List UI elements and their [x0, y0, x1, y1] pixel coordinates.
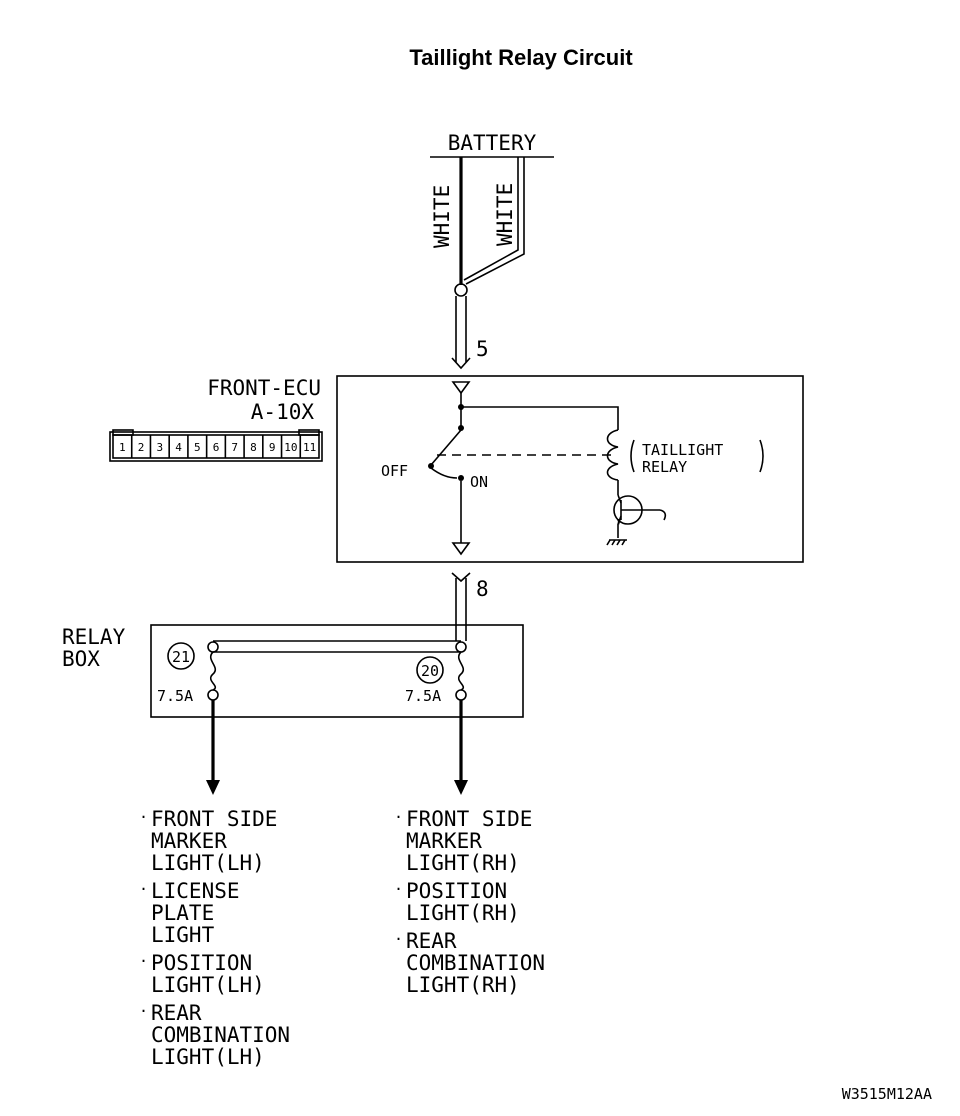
relay-coil-icon — [606, 429, 619, 481]
fuse-20-terminal — [455, 689, 467, 701]
fuse-21-rating: 7.5A — [157, 687, 193, 705]
fuse-21-icon — [209, 651, 217, 691]
load-list-right: ·FRONT SIDEMARKERLIGHT(RH)·POSITIONLIGHT… — [394, 807, 545, 997]
load-bullet: · — [394, 808, 403, 826]
connector-chevron-top — [451, 357, 471, 370]
connector-pin: 11 — [303, 441, 316, 454]
connector-chevron-bottom — [451, 572, 471, 583]
load-item-line: LIGHT(LH) — [151, 973, 265, 997]
load-list-left: ·FRONT SIDEMARKERLIGHT(LH)·LICENSEPLATEL… — [139, 807, 290, 1069]
relay-feed-wire — [461, 406, 619, 430]
fuse-21-badge — [167, 642, 195, 670]
relay-box-label-2: BOX — [62, 647, 100, 671]
load-item-line: POSITION — [406, 879, 507, 903]
connector-pin: 5 — [194, 441, 201, 454]
load-item-line: MARKER — [406, 829, 482, 853]
terminal-arrow-top — [451, 381, 471, 395]
connector-pin: 2 — [138, 441, 145, 454]
load-item-line: LIGHT(RH) — [406, 973, 520, 997]
load-item-line: LIGHT(RH) — [406, 901, 520, 925]
bus-node-left — [207, 641, 219, 653]
switch-contact-on — [458, 475, 464, 481]
ecu-name: FRONT-ECU — [207, 376, 321, 400]
ecu-connector-id: A-10X — [251, 400, 315, 424]
load-item-line: PLATE — [151, 901, 214, 925]
load-item-line: LIGHT(RH) — [406, 851, 520, 875]
splice-point — [454, 283, 468, 297]
relay-label-2: RELAY — [642, 458, 687, 476]
connector-pin: 6 — [213, 441, 220, 454]
fuse-21-terminal — [207, 689, 219, 701]
battery-wire-right-outer — [463, 157, 519, 281]
load-item-line: COMBINATION — [151, 1023, 290, 1047]
load-bullet: · — [394, 880, 403, 898]
relay-box-label-1: RELAY — [62, 625, 126, 649]
load-bullet: · — [139, 952, 148, 970]
bus-node-right — [455, 641, 467, 653]
fuse-20-number: 20 — [421, 662, 439, 680]
connector-top-number: 5 — [476, 337, 489, 361]
load-item-line: MARKER — [151, 829, 227, 853]
connector-pin: 3 — [157, 441, 164, 454]
load-item-line: POSITION — [151, 951, 252, 975]
output-arrow-left — [206, 780, 220, 795]
wire-color-right: WHITE — [493, 183, 517, 246]
ground-icon — [606, 539, 627, 546]
switch-arc — [430, 467, 458, 479]
connector-pin: 7 — [231, 441, 238, 454]
connector-pin: 9 — [269, 441, 276, 454]
wire-color-left: WHITE — [430, 185, 454, 248]
fuse-20-badge — [416, 656, 444, 684]
terminal-arrow-bottom — [451, 542, 471, 556]
switch-blade — [430, 429, 462, 466]
load-bullet: · — [139, 808, 148, 826]
battery-label: BATTERY — [448, 131, 537, 155]
switch-off-label: OFF — [381, 462, 408, 480]
load-item-line: REAR — [406, 929, 457, 953]
load-bullet: · — [394, 930, 403, 948]
connector-pin: 4 — [175, 441, 182, 454]
load-bullet: · — [139, 1002, 148, 1020]
relay-label-1: TAILLIGHT — [642, 441, 723, 459]
fuse-20-rating: 7.5A — [405, 687, 441, 705]
load-item-line: LIGHT — [151, 923, 215, 947]
load-item-line: FRONT SIDE — [406, 807, 532, 831]
output-arrow-right — [454, 780, 468, 795]
load-item-line: LIGHT(LH) — [151, 851, 265, 875]
switch-on-label: ON — [470, 473, 488, 491]
relay-paren-left — [630, 439, 635, 473]
fuse-21-number: 21 — [172, 648, 190, 666]
connector-pin: 8 — [250, 441, 257, 454]
load-item-line: FRONT SIDE — [151, 807, 277, 831]
load-item-line: COMBINATION — [406, 951, 545, 975]
battery-wire-right-inner — [465, 157, 525, 285]
load-bullet: · — [139, 880, 148, 898]
front-ecu-box — [336, 375, 804, 563]
relay-paren-right — [759, 439, 764, 473]
connector-bottom-number: 8 — [476, 577, 489, 601]
switch-contact-top — [458, 425, 464, 431]
connector-pin: 10 — [284, 441, 297, 454]
load-item-line: REAR — [151, 1001, 202, 1025]
connector-pin: 1 — [119, 441, 126, 454]
transistor-icon — [613, 494, 667, 538]
load-item-line: LIGHT(LH) — [151, 1045, 265, 1069]
diagram-title: Taillight Relay Circuit — [409, 45, 633, 70]
relay-box — [150, 624, 524, 718]
switch-pivot — [428, 463, 434, 469]
fuse-20-icon — [457, 651, 465, 691]
figure-code: W3515M12AA — [842, 1085, 932, 1103]
load-item-line: LICENSE — [151, 879, 240, 903]
